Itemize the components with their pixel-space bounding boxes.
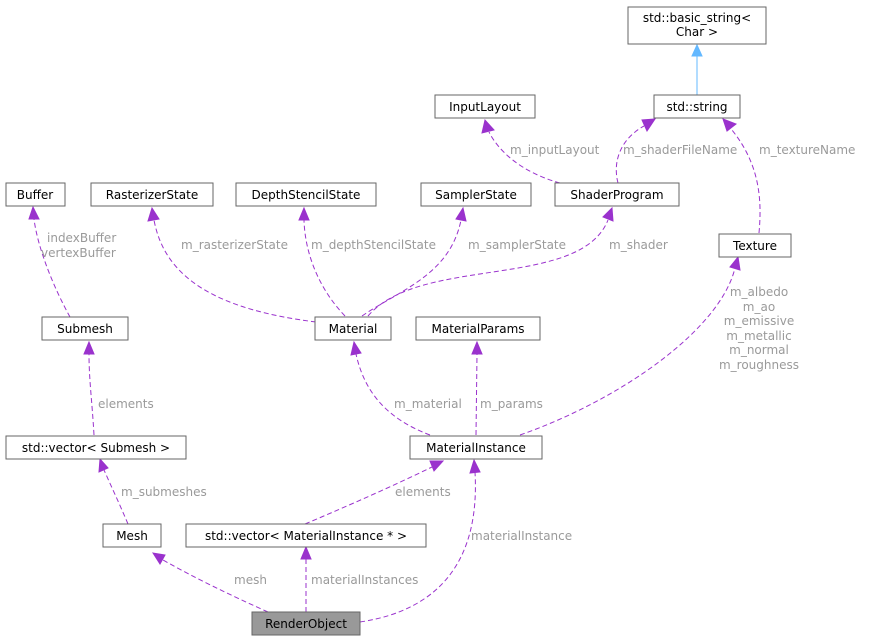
node-material-instance[interactable]: MaterialInstance <box>409 435 543 460</box>
node-buffer-label: Buffer <box>17 188 53 202</box>
edge-label-elements-materialinstance: elements <box>395 485 451 499</box>
node-material-label: Material <box>329 322 378 336</box>
edge-label-m-params: m_params <box>480 397 543 411</box>
edge-renderobject-mesh <box>151 552 269 613</box>
node-render-object-label: RenderObject <box>265 617 347 631</box>
node-rasterizer-state-label: RasterizerState <box>106 188 198 202</box>
edge-shaderprogram-inputlayout <box>481 118 561 184</box>
node-shader-program-label: ShaderProgram <box>570 188 663 202</box>
edge-label-indexbuffer: indexBuffer <box>47 231 116 245</box>
edge-mesh-vector-submesh <box>98 457 129 525</box>
node-texture-label: Texture <box>732 239 777 253</box>
edge-label-m-albedo: m_albedo <box>730 285 788 299</box>
edge-label-m-metallic: m_metallic <box>726 329 791 343</box>
edge-label-materialinstance: materialInstance <box>471 529 572 543</box>
edge-material-rasterizerstate <box>147 206 317 323</box>
edge-label-m-material: m_material <box>394 397 462 411</box>
node-vector-submesh-label: std::vector< Submesh > <box>22 441 170 455</box>
node-vector-material-instance-label: std::vector< MaterialInstance * > <box>205 529 407 543</box>
node-sampler-state-label: SamplerState <box>435 188 517 202</box>
node-std-string-label: std::string <box>666 100 727 114</box>
edge-material-samplerstate <box>361 206 467 317</box>
node-submesh[interactable]: Submesh <box>41 316 129 341</box>
edge-submesh-buffer <box>28 205 71 318</box>
edge-label-vertexbuffer: vertexBuffer <box>41 246 116 260</box>
edge-label-m-shaderfilename: m_shaderFileName <box>623 143 737 157</box>
node-std-string[interactable]: std::string <box>653 94 741 119</box>
node-shader-program[interactable]: ShaderProgram <box>554 182 680 207</box>
edge-label-m-texturename: m_textureName <box>759 143 855 157</box>
edge-renderobject-materialinstance <box>359 458 481 623</box>
node-basic-string[interactable]: std::basic_string< Char > <box>627 6 767 45</box>
edge-materialinstance-texture <box>519 255 741 436</box>
node-input-layout-label: InputLayout <box>449 100 521 114</box>
edge-label-m-samplerstate: m_samplerState <box>468 238 566 252</box>
node-submesh-label: Submesh <box>57 322 113 336</box>
node-mesh-label: Mesh <box>116 529 148 543</box>
node-render-object[interactable]: RenderObject <box>251 611 361 636</box>
edge-label-m-normal: m_normal <box>729 343 789 357</box>
node-depth-stencil-state-label: DepthStencilState <box>252 188 361 202</box>
edge-label-texture-members: m_albedo m_ao m_emissive m_metallic m_no… <box>719 285 799 372</box>
edge-material-depthstencilstate <box>298 206 346 317</box>
node-buffer[interactable]: Buffer <box>5 182 66 207</box>
edge-renderobject-vector-materialinstance <box>300 545 312 612</box>
edge-label-m-rasterizerstate: m_rasterizerState <box>181 238 288 252</box>
node-vector-material-instance[interactable]: std::vector< MaterialInstance * > <box>185 523 427 548</box>
edge-materialinstance-materialparams <box>471 340 483 436</box>
node-basic-string-label-line1: std::basic_string< <box>643 11 751 25</box>
node-material-params[interactable]: MaterialParams <box>415 316 541 341</box>
node-basic-string-label-line2: Char > <box>676 25 718 39</box>
edge-label-mesh: mesh <box>234 573 267 587</box>
node-material[interactable]: Material <box>314 316 392 341</box>
edge-label-m-emissive: m_emissive <box>724 314 794 328</box>
node-mesh[interactable]: Mesh <box>102 523 162 548</box>
edge-label-m-ao: m_ao <box>743 300 775 314</box>
edge-materialinstance-material <box>350 340 431 436</box>
node-material-params-label: MaterialParams <box>431 322 524 336</box>
node-vector-submesh[interactable]: std::vector< Submesh > <box>5 435 187 460</box>
edge-label-materialinstances: materialInstances <box>311 573 418 587</box>
node-depth-stencil-state[interactable]: DepthStencilState <box>235 182 377 207</box>
edge-vector-materialinstance-materialinstance <box>304 460 445 525</box>
edge-texture-string <box>722 118 761 234</box>
edge-label-m-roughness: m_roughness <box>719 358 799 372</box>
node-rasterizer-state[interactable]: RasterizerState <box>90 182 214 207</box>
node-sampler-state[interactable]: SamplerState <box>420 182 532 207</box>
node-texture[interactable]: Texture <box>718 233 792 258</box>
edge-material-shaderprogram <box>367 206 614 317</box>
edge-shaderprogram-string <box>615 118 656 184</box>
edge-label-m-depthstencilstate: m_depthStencilState <box>311 238 436 252</box>
node-input-layout[interactable]: InputLayout <box>434 94 536 119</box>
edge-label-m-submeshes: m_submeshes <box>121 485 207 499</box>
edge-string-inherits-basic-string <box>691 43 703 95</box>
node-material-instance-label: MaterialInstance <box>426 441 526 455</box>
edge-label-m-inputlayout: m_inputLayout <box>510 143 600 157</box>
edge-label-elements-submesh: elements <box>98 397 154 411</box>
edge-vector-submesh-submesh <box>83 340 95 436</box>
edge-label-m-shader: m_shader <box>609 238 668 252</box>
